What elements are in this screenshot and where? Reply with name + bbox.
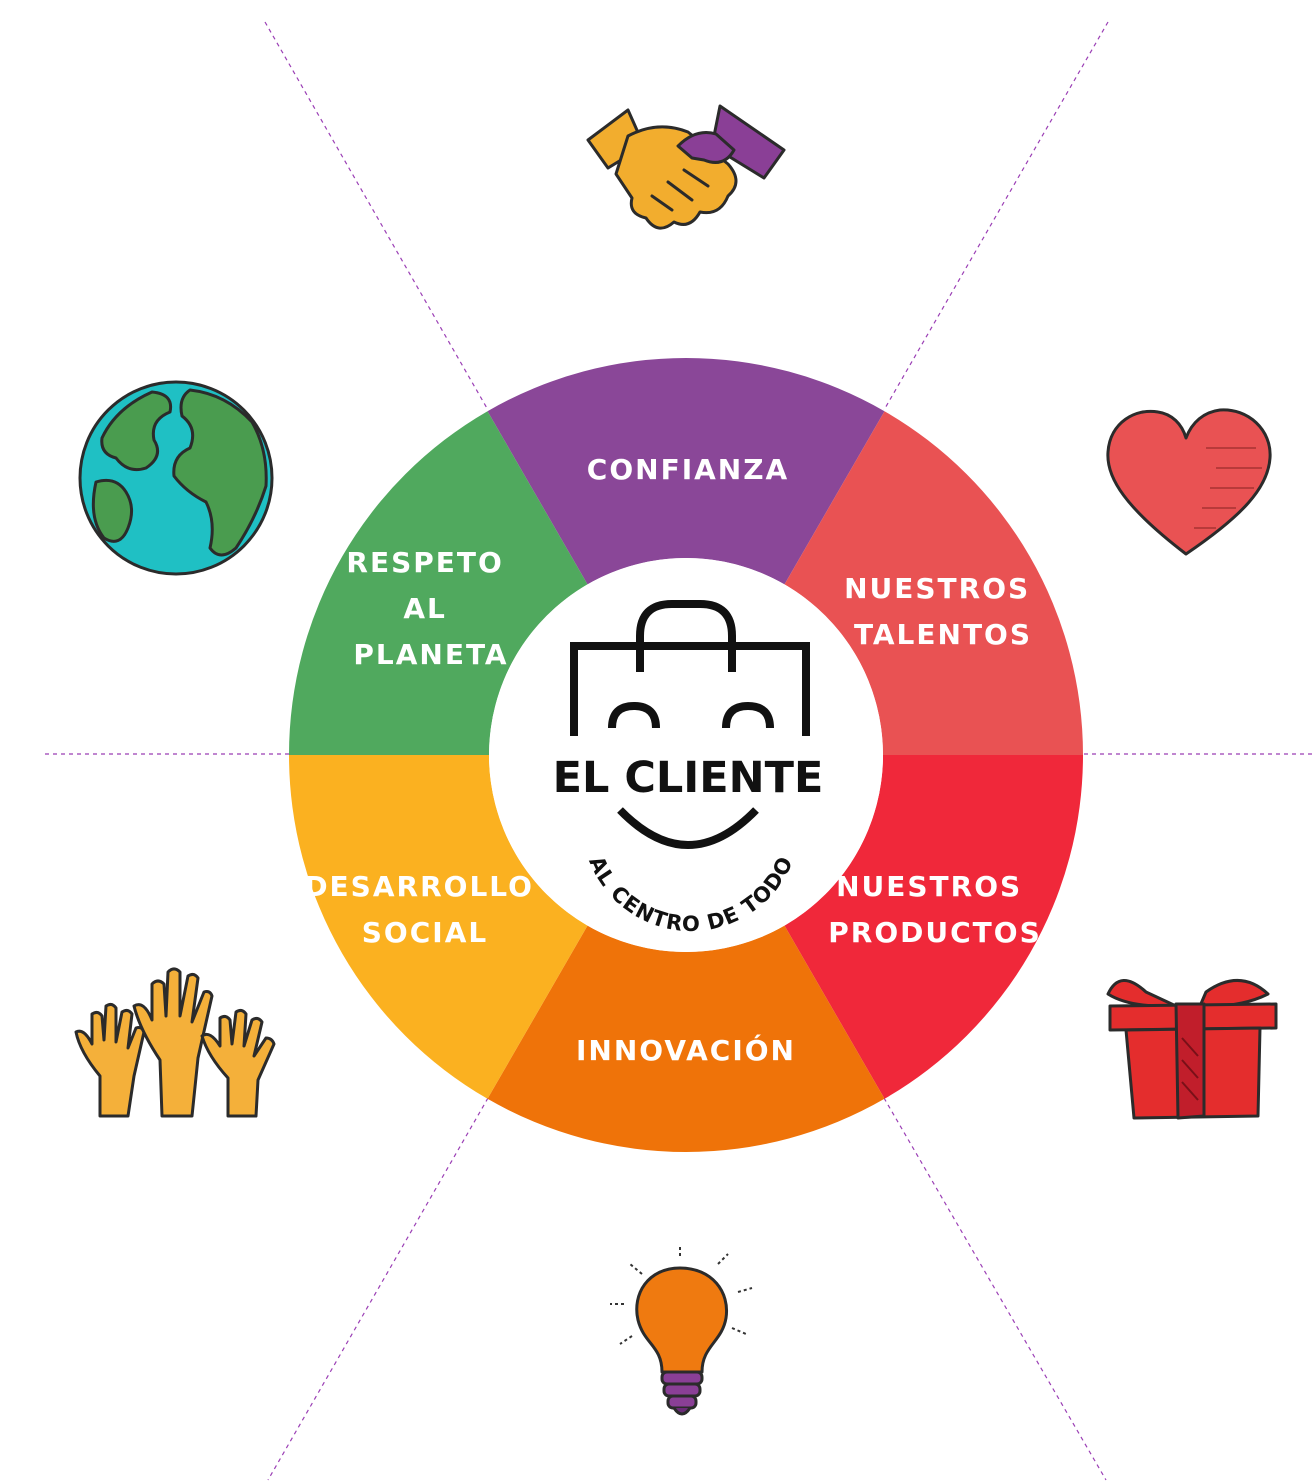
divider-lines [45,21,1316,1481]
lightbulb-icon [610,1244,753,1416]
segment-labels: CONFIANZA NUESTROS TALENTOS NUESTROS PRO… [304,453,1042,1067]
label-innovacion: INNOVACIÓN [576,1033,796,1067]
divider-upper-left [264,21,489,411]
shopping-bag-logo-icon [570,600,810,849]
heart-icon [1106,408,1272,556]
globe-icon [78,380,274,576]
wheel-segment-productos [784,755,1083,1099]
wheel-segment-talentos [784,411,1083,755]
values-wheel [289,358,1083,1152]
handshake-icon [586,104,786,230]
gift-icon [1106,979,1278,1120]
center-circle [489,558,883,952]
logo-title: EL CLIENTE [553,753,824,803]
wheel-segment-social [289,755,588,1099]
label-nuestros-talentos: NUESTROS TALENTOS [844,572,1042,651]
divider-upper-right [883,21,1109,411]
label-nuestros-productos: NUESTROS PRODUCTOS [828,870,1041,949]
label-desarrollo-social: DESARROLLO SOCIAL [304,870,545,949]
raised-hands-icon [74,967,276,1118]
divider-lower-right [883,1097,1107,1481]
center-logo: EL CLIENTE AL CENTRO DE TODO [489,558,883,952]
wheel-segment-planeta [289,411,588,755]
wheel-segment-confianza [487,358,885,585]
divider-lower-left [267,1097,489,1481]
label-confianza: CONFIANZA [587,453,789,486]
label-respeto-al-planeta: RESPETO AL PLANETA [346,546,515,671]
wheel-segment-innovacion [487,925,885,1152]
